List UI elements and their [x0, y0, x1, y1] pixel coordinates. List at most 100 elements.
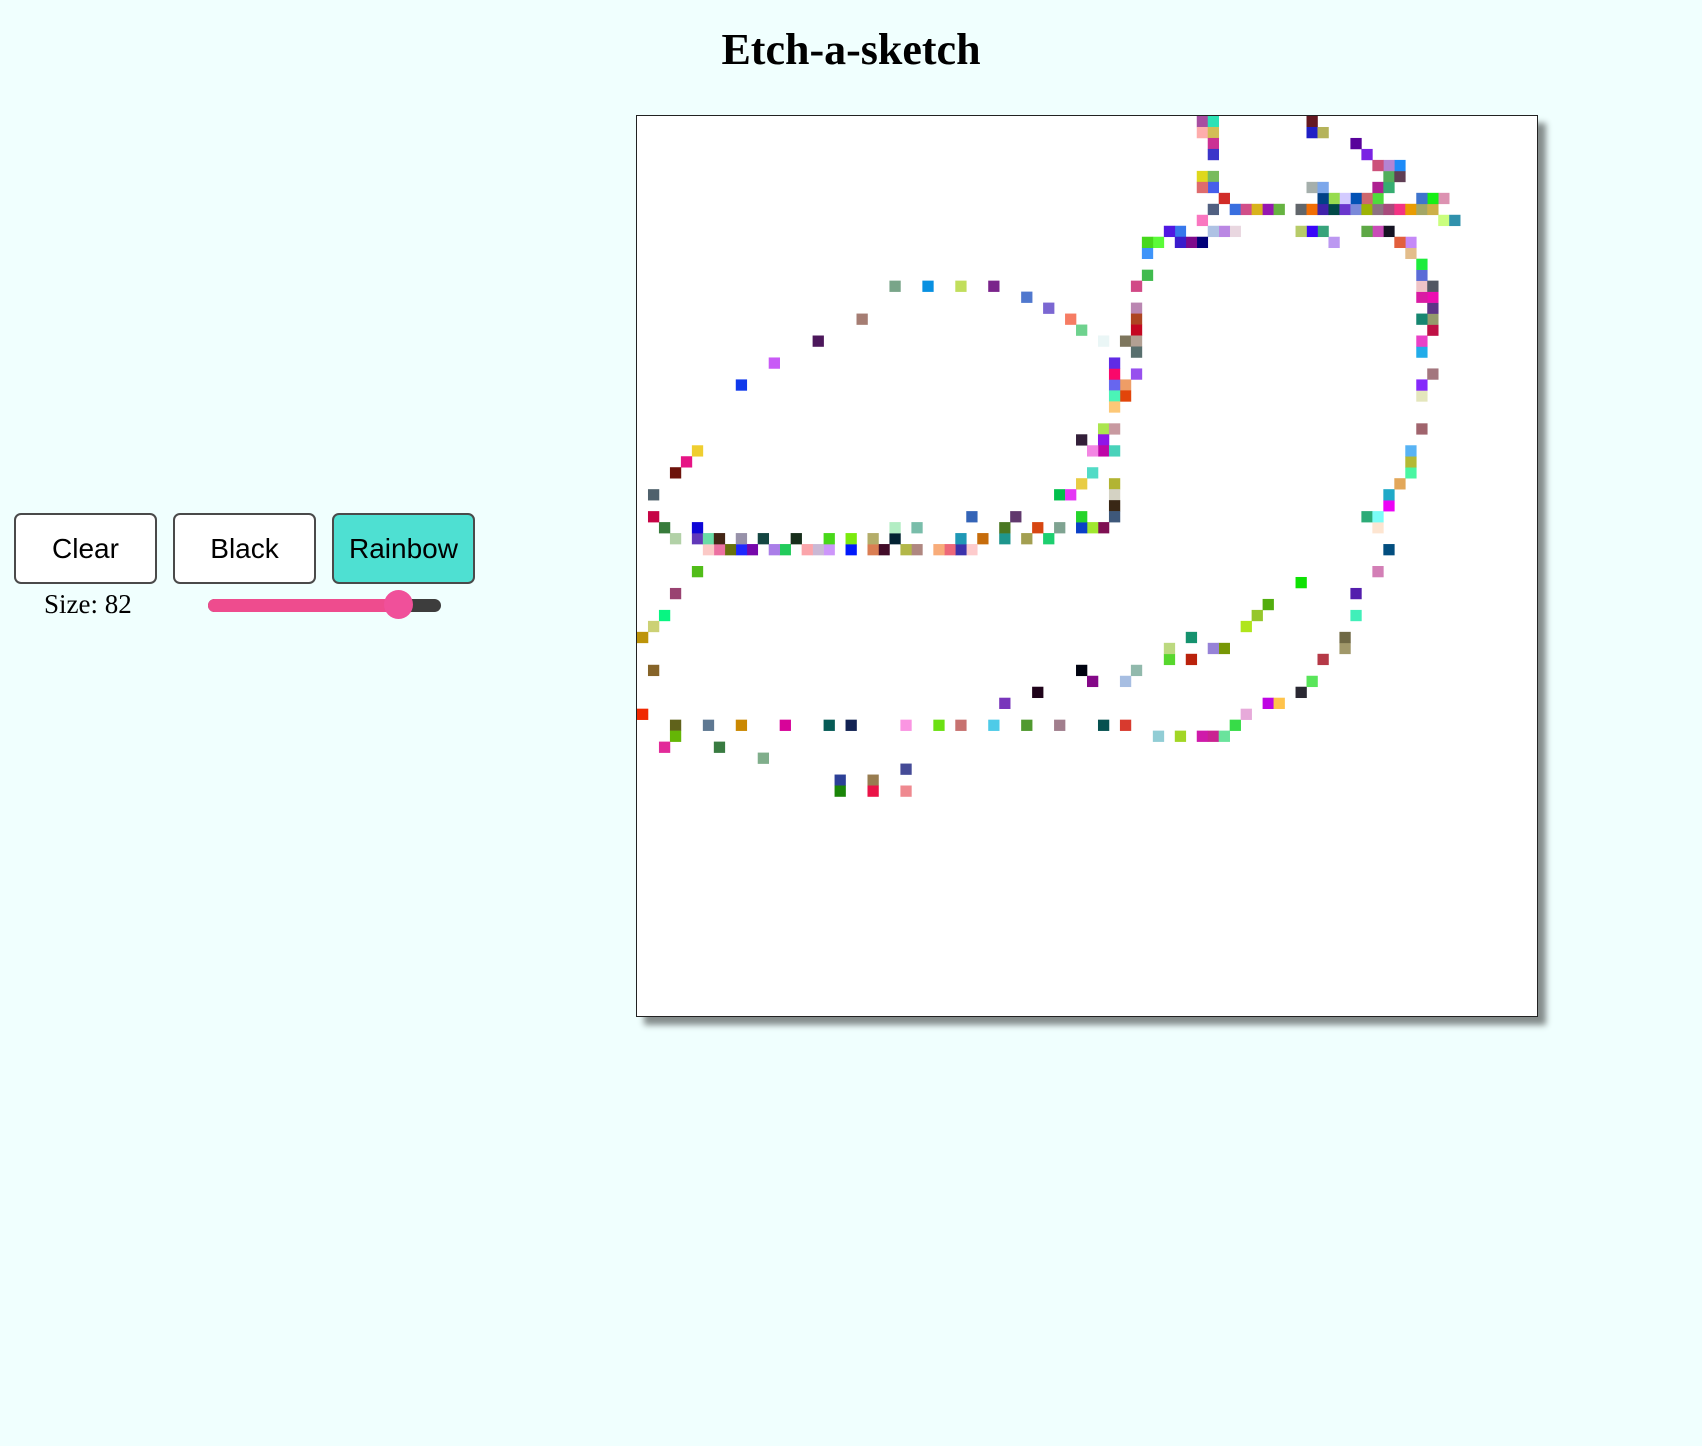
grid-cell[interactable] — [1130, 302, 1143, 314]
grid-cell[interactable] — [1295, 686, 1307, 699]
grid-cell[interactable] — [823, 544, 835, 556]
grid-cell[interactable] — [1108, 489, 1121, 501]
grid-cell[interactable] — [1207, 203, 1220, 216]
grid-cell[interactable] — [669, 719, 682, 731]
grid-cell[interactable] — [1427, 324, 1439, 336]
grid-cell[interactable] — [1306, 116, 1318, 128]
grid-cell[interactable] — [1196, 730, 1209, 742]
grid-cell[interactable] — [637, 708, 649, 720]
grid-cell[interactable] — [1065, 489, 1077, 501]
grid-cell[interactable] — [691, 533, 704, 545]
grid-cell[interactable] — [1185, 653, 1198, 666]
grid-cell[interactable] — [1372, 192, 1384, 205]
sketch-grid[interactable] — [637, 116, 1537, 1016]
grid-cell[interactable] — [1317, 181, 1329, 194]
grid-cell[interactable] — [1130, 346, 1143, 358]
grid-cell[interactable] — [1295, 576, 1307, 589]
grid-cell[interactable] — [1394, 159, 1406, 172]
grid-cell[interactable] — [647, 664, 660, 677]
grid-cell[interactable] — [1383, 170, 1395, 183]
grid-cell[interactable] — [1427, 368, 1439, 380]
grid-cell[interactable] — [1416, 390, 1428, 402]
grid-cell[interactable] — [1394, 170, 1406, 183]
grid-cell[interactable] — [1383, 225, 1395, 238]
grid-cell[interactable] — [1087, 445, 1099, 457]
grid-cell[interactable] — [1427, 192, 1439, 205]
grid-cell[interactable] — [1076, 664, 1088, 677]
grid-cell[interactable] — [1119, 390, 1132, 402]
grid-cell[interactable] — [1427, 280, 1439, 292]
grid-cell[interactable] — [878, 544, 890, 556]
grid-cell[interactable] — [1394, 478, 1406, 490]
grid-cell[interactable] — [735, 533, 748, 545]
grid-cell[interactable] — [856, 313, 868, 325]
grid-cell[interactable] — [647, 511, 660, 523]
grid-cell[interactable] — [1043, 302, 1055, 314]
grid-cell[interactable] — [1207, 730, 1220, 742]
grid-cell[interactable] — [1251, 203, 1263, 216]
grid-cell[interactable] — [1361, 192, 1373, 205]
grid-cell[interactable] — [1350, 192, 1362, 205]
size-slider[interactable] — [208, 590, 441, 619]
grid-cell[interactable] — [680, 456, 693, 468]
grid-cell[interactable] — [977, 533, 989, 545]
grid-cell[interactable] — [1383, 181, 1395, 194]
grid-cell[interactable] — [1350, 609, 1362, 622]
grid-cell[interactable] — [669, 587, 682, 600]
grid-cell[interactable] — [1372, 522, 1384, 534]
grid-cell[interactable] — [1372, 511, 1384, 523]
grid-cell[interactable] — [1328, 236, 1340, 249]
grid-cell[interactable] — [757, 533, 770, 545]
grid-cell[interactable] — [1218, 730, 1230, 742]
grid-cell[interactable] — [823, 719, 835, 731]
grid-cell[interactable] — [1383, 544, 1395, 556]
grid-cell[interactable] — [658, 741, 671, 753]
grid-cell[interactable] — [889, 280, 901, 292]
grid-cell[interactable] — [1108, 368, 1121, 380]
grid-cell[interactable] — [933, 544, 945, 556]
grid-cell[interactable] — [1317, 653, 1329, 666]
grid-cell[interactable] — [735, 544, 748, 556]
grid-cell[interactable] — [1262, 697, 1274, 709]
grid-cell[interactable] — [1196, 116, 1209, 128]
grid-cell[interactable] — [735, 379, 748, 391]
grid-cell[interactable] — [1427, 203, 1439, 216]
grid-cell[interactable] — [845, 533, 857, 545]
grid-cell[interactable] — [1427, 313, 1439, 325]
grid-cell[interactable] — [1218, 642, 1230, 655]
grid-cell[interactable] — [834, 785, 846, 797]
grid-cell[interactable] — [1383, 203, 1395, 216]
grid-cell[interactable] — [1218, 192, 1230, 205]
grid-cell[interactable] — [1097, 522, 1110, 534]
grid-cell[interactable] — [1097, 719, 1110, 731]
grid-cell[interactable] — [1185, 631, 1198, 644]
grid-cell[interactable] — [1328, 192, 1340, 205]
grid-cell[interactable] — [1306, 181, 1318, 194]
grid-cell[interactable] — [713, 544, 726, 556]
grid-cell[interactable] — [1438, 192, 1450, 205]
grid-cell[interactable] — [779, 544, 791, 556]
grid-cell[interactable] — [900, 763, 912, 775]
grid-cell[interactable] — [1339, 192, 1351, 205]
grid-cell[interactable] — [1207, 137, 1220, 150]
grid-cell[interactable] — [1108, 357, 1121, 369]
grid-cell[interactable] — [1372, 225, 1384, 238]
grid-cell[interactable] — [1076, 478, 1088, 490]
grid-cell[interactable] — [1306, 225, 1318, 238]
grid-cell[interactable] — [1130, 368, 1143, 380]
grid-cell[interactable] — [1350, 203, 1362, 216]
grid-cell[interactable] — [911, 522, 923, 534]
grid-cell[interactable] — [1152, 730, 1165, 742]
grid-cell[interactable] — [1317, 225, 1329, 238]
grid-cell[interactable] — [724, 544, 737, 556]
grid-cell[interactable] — [1229, 203, 1241, 216]
grid-cell[interactable] — [1196, 181, 1209, 194]
grid-cell[interactable] — [1449, 214, 1461, 227]
grid-cell[interactable] — [911, 544, 923, 556]
grid-cell[interactable] — [1251, 609, 1263, 622]
grid-cell[interactable] — [1141, 269, 1154, 281]
grid-cell[interactable] — [966, 511, 978, 523]
grid-cell[interactable] — [1174, 236, 1187, 249]
grid-cell[interactable] — [1339, 203, 1351, 216]
grid-cell[interactable] — [1108, 390, 1121, 402]
